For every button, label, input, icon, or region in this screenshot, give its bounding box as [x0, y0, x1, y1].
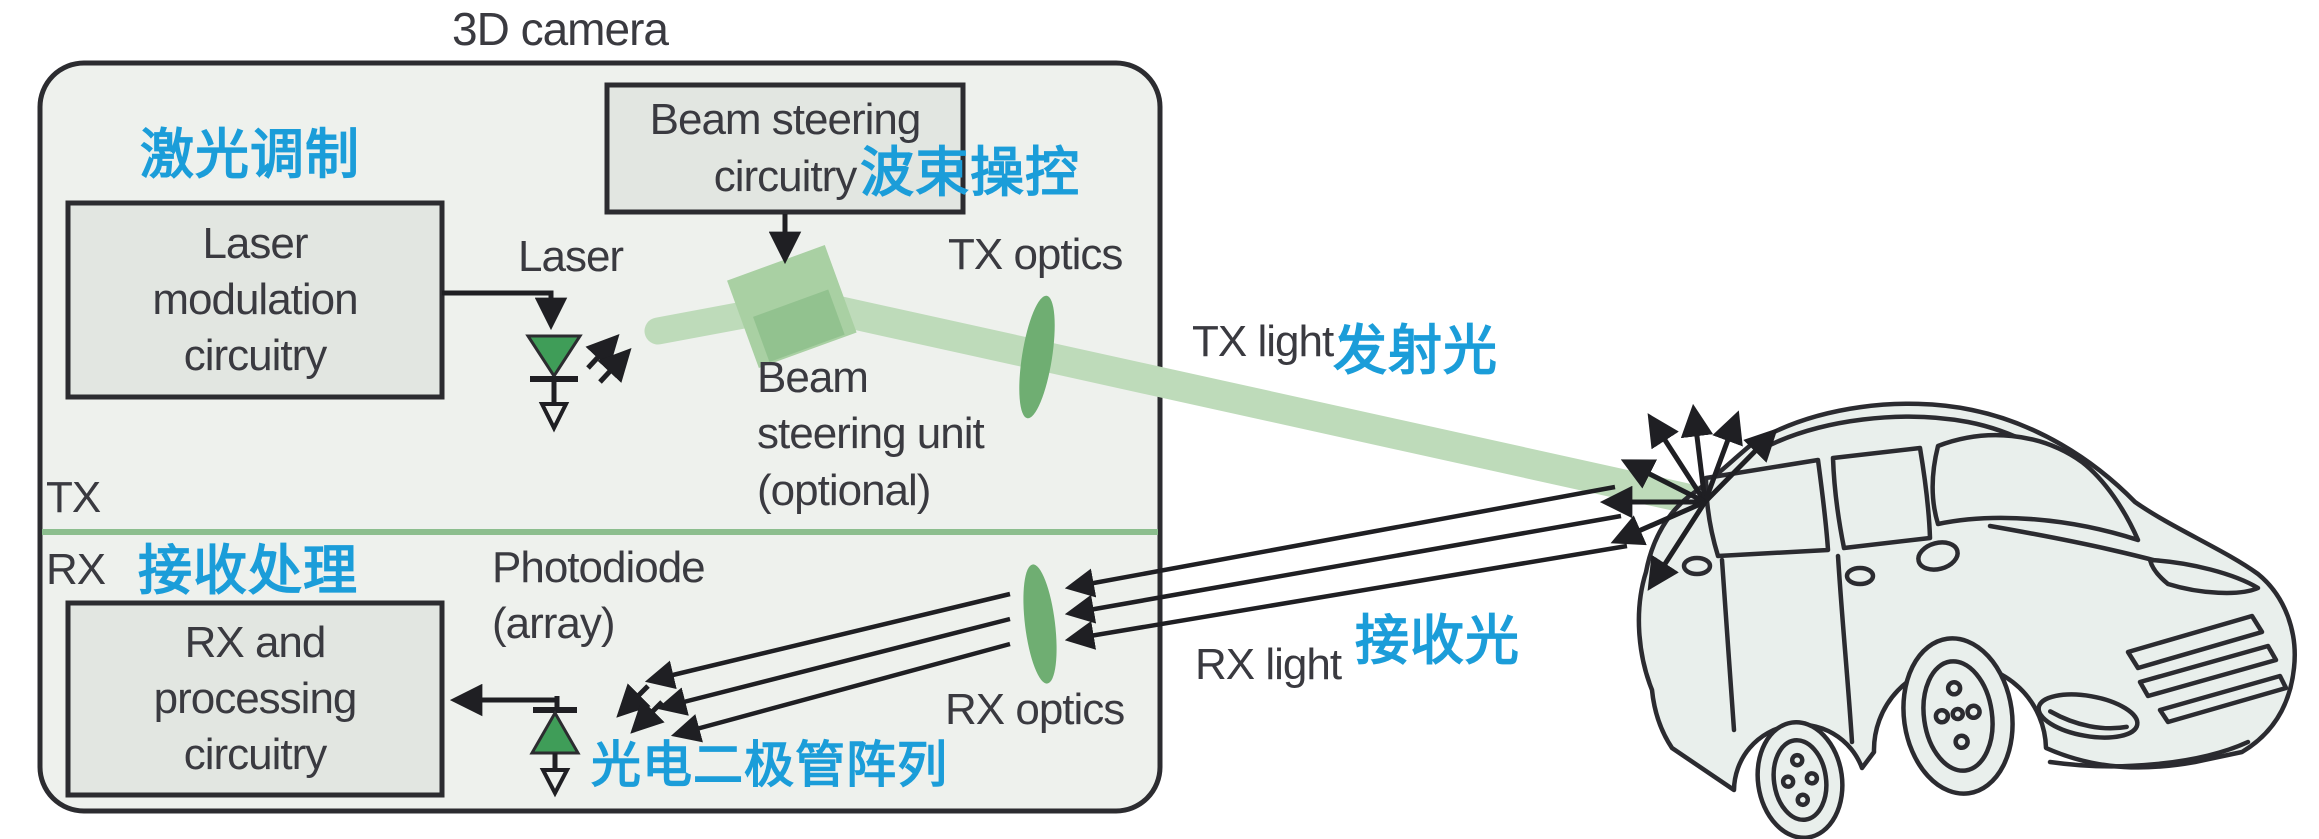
rx-processing-line1: RX and	[184, 617, 327, 667]
rx-processing-line2: processing	[153, 673, 358, 723]
beam-steering-unit-line1: Beam	[757, 353, 869, 402]
rx-optics-label: RX optics	[945, 685, 1125, 734]
beam-steering-unit-line2: steering unit	[757, 409, 985, 459]
rx-optics-lens-icon	[1023, 564, 1057, 684]
laser-modulation-line2: modulation	[152, 274, 358, 324]
rx-processing-box	[65, 600, 445, 798]
beam-steering-unit-label: Beam steering unit (optional)	[757, 350, 985, 519]
diagram-title: 3D camera	[452, 3, 669, 55]
photodiode-zh-label: 光电二极管阵列	[591, 737, 948, 793]
photodiode-label: Photodiode (array)	[492, 540, 706, 653]
laser-label: Laser	[518, 232, 624, 281]
rx-processing-line3: circuitry	[183, 730, 328, 780]
beam-steering-unit-line3: (optional)	[757, 465, 931, 515]
rx-section-label: RX	[46, 545, 106, 594]
tx-beam	[794, 287, 1716, 519]
photodiode-label-line2: (array)	[492, 599, 616, 649]
car-illustration	[1636, 401, 2297, 839]
beam-steering-line2: circuitry	[713, 151, 858, 201]
tx-optics-label: TX optics	[948, 230, 1123, 279]
rx-light-zh-label: 接收光	[1355, 611, 1520, 671]
beam-steering-unit-icon	[727, 245, 857, 369]
laser-modulation-line3: circuitry	[183, 331, 328, 381]
laser-modulation-zh-label: 激光调制	[140, 125, 360, 185]
rx-processing-zh-label: 接收处理	[138, 541, 358, 601]
rx-processing-box-label: RX and processing circuitry	[68, 603, 442, 795]
photodiode-icon	[529, 683, 665, 798]
laser-modulation-box	[65, 200, 445, 400]
photodiode-label-line1: Photodiode	[492, 543, 706, 592]
tx-light-zh-label: 发射光	[1333, 321, 1498, 381]
laser-diode-icon	[525, 334, 632, 433]
rx-light-label: RX light	[1195, 640, 1342, 689]
tx-optics-lens-icon	[1019, 295, 1055, 419]
tx-section-label: TX	[46, 473, 101, 522]
beam-steering-circuitry-box	[604, 82, 966, 215]
tx-light-label: TX light	[1192, 317, 1334, 366]
beam-steering-zh-label: 波束操控	[860, 143, 1080, 203]
beam-steering-box-label: Beam steering circuitry	[607, 87, 963, 210]
scatter-arrows	[1599, 403, 1778, 591]
laser-modulation-box-label: Laser modulation circuitry	[68, 203, 442, 397]
beam-steering-line1: Beam steering	[649, 95, 922, 145]
laser-drive-wire	[442, 290, 568, 331]
rx-light-rays	[644, 484, 1628, 743]
laser-modulation-line1: Laser	[202, 218, 308, 268]
